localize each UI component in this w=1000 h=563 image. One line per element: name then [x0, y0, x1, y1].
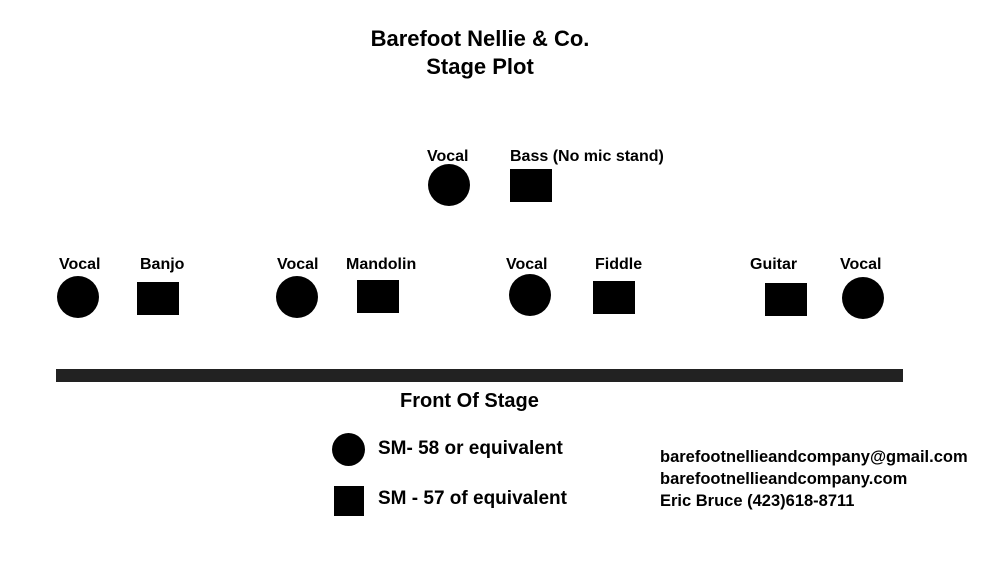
- vocal-4-label: Vocal: [840, 256, 882, 273]
- legend-square-icon: [334, 486, 364, 516]
- legend-square-label: SM - 57 of equivalent: [378, 488, 567, 509]
- front-of-stage-label: Front Of Stage: [400, 390, 539, 412]
- front-of-stage-line: [56, 369, 903, 382]
- guitar-mic-square: [765, 283, 807, 316]
- vocal-1-mic-circle: [57, 276, 99, 318]
- vocal-2-label: Vocal: [277, 256, 319, 273]
- vocal-4-mic-circle: [842, 277, 884, 319]
- page-subtitle: Stage Plot: [426, 54, 534, 79]
- vocal-1-label: Vocal: [59, 256, 101, 273]
- fiddle-mic-square: [593, 281, 635, 314]
- guitar-label: Guitar: [750, 256, 798, 273]
- page-title: Barefoot Nellie & Co.: [370, 26, 590, 51]
- mandolin-label: Mandolin: [346, 256, 417, 273]
- mandolin-mic-square: [357, 280, 399, 313]
- bass-mic-square: [510, 169, 552, 202]
- contact-email: barefootnellieandcompany@gmail.com: [660, 448, 968, 466]
- back-vocal-label: Vocal: [427, 148, 469, 165]
- contact-person: Eric Bruce (423)618-8711: [660, 492, 855, 510]
- contact-website: barefootnellieandcompany.com: [660, 470, 908, 488]
- vocal-3-label: Vocal: [506, 256, 548, 273]
- legend-circle-label: SM- 58 or equivalent: [378, 438, 563, 459]
- fiddle-label: Fiddle: [595, 256, 643, 273]
- legend-circle-icon: [332, 433, 365, 466]
- banjo-mic-square: [137, 282, 179, 315]
- vocal-3-mic-circle: [509, 274, 551, 316]
- bass-label: Bass (No mic stand): [510, 148, 664, 165]
- back-vocal-mic-circle: [428, 164, 470, 206]
- banjo-label: Banjo: [140, 256, 185, 273]
- vocal-2-mic-circle: [276, 276, 318, 318]
